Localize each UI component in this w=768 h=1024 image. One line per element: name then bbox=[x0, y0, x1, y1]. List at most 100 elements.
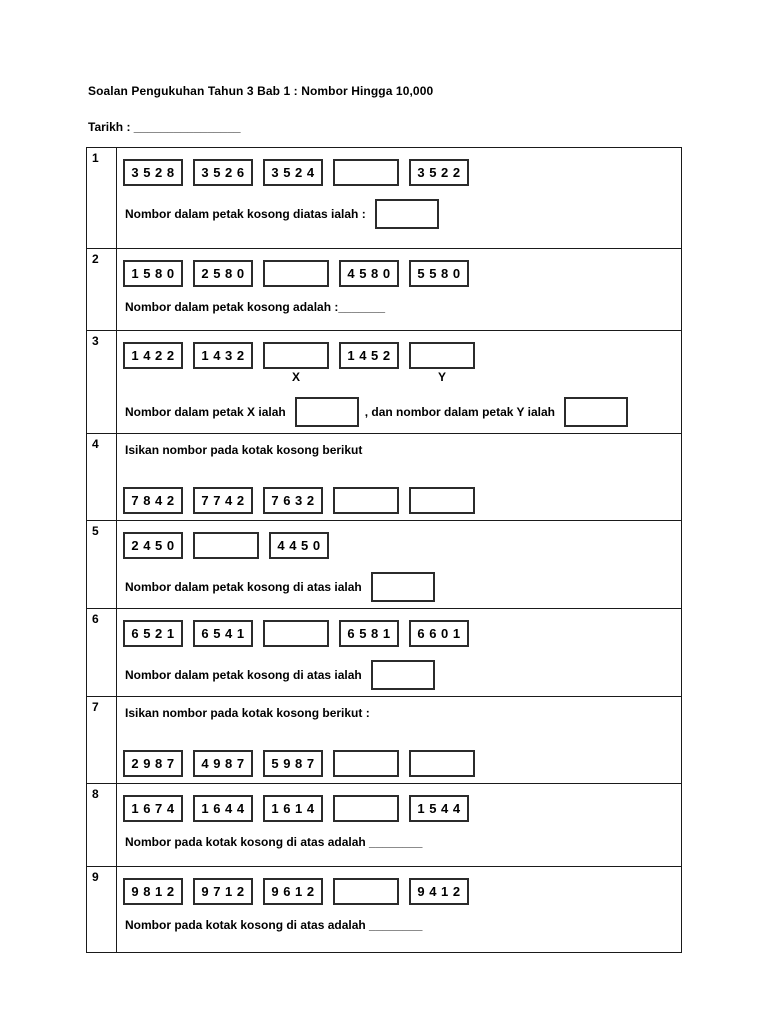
number-box: 4 9 8 7 bbox=[193, 750, 253, 777]
box-column bbox=[193, 532, 259, 559]
empty-box bbox=[193, 532, 259, 559]
box-column: 4 9 8 7 bbox=[193, 750, 253, 777]
box-column: 3 5 2 8 bbox=[123, 159, 183, 186]
number-box: 9 6 1 2 bbox=[263, 878, 323, 905]
box-column: 1 4 3 2 bbox=[193, 342, 253, 369]
empty-box bbox=[333, 159, 399, 186]
box-column: 2 5 8 0 bbox=[193, 260, 253, 287]
number-sequence-row: 9 8 1 2 9 7 1 2 9 6 1 2 9 4 1 2 bbox=[123, 878, 675, 905]
box-column bbox=[333, 487, 399, 514]
box-column: 3 5 2 4 bbox=[263, 159, 323, 186]
question-number: 9 bbox=[86, 866, 117, 953]
empty-box bbox=[409, 342, 475, 369]
box-column: 5 9 8 7 bbox=[263, 750, 323, 777]
box-column bbox=[409, 487, 475, 514]
box-column: Y bbox=[409, 342, 475, 384]
box-column: 3 5 2 6 bbox=[193, 159, 253, 186]
answer-line: Nombor pada kotak kosong di atas adalah … bbox=[123, 918, 675, 932]
box-column: 7 8 4 2 bbox=[123, 487, 183, 514]
question-content: 3 5 2 8 3 5 2 6 3 5 2 4 3 5 2 2 Nombor dalam… bbox=[116, 147, 682, 249]
answer-text: Nombor dalam petak X ialah bbox=[125, 405, 286, 419]
box-column bbox=[333, 750, 399, 777]
box-column: 7 7 4 2 bbox=[193, 487, 253, 514]
question-number: 8 bbox=[86, 783, 117, 867]
number-box: 9 7 1 2 bbox=[193, 878, 253, 905]
box-column: 6 6 0 1 bbox=[409, 620, 469, 647]
box-column: 6 5 4 1 bbox=[193, 620, 253, 647]
answer-text: Nombor dalam petak kosong di atas ialah bbox=[125, 668, 362, 682]
number-box: 4 5 8 0 bbox=[339, 260, 399, 287]
box-column: 1 6 4 4 bbox=[193, 795, 253, 822]
box-column: 9 8 1 2 bbox=[123, 878, 183, 905]
number-box: 6 5 2 1 bbox=[123, 620, 183, 647]
empty-box bbox=[409, 487, 475, 514]
number-sequence-row: 7 8 4 2 7 7 4 2 7 6 3 2 bbox=[123, 487, 675, 514]
box-column bbox=[333, 795, 399, 822]
answer-text: Nombor pada kotak kosong di atas adalah … bbox=[125, 835, 423, 849]
empty-box bbox=[333, 795, 399, 822]
answer-line: Nombor dalam petak kosong di atas ialah bbox=[123, 660, 675, 690]
answer-line: Nombor dalam petak X ialah , dan nombor d… bbox=[123, 397, 675, 427]
box-column: 9 4 1 2 bbox=[409, 878, 469, 905]
box-column bbox=[263, 260, 329, 287]
box-column: 1 4 5 2 bbox=[339, 342, 399, 369]
answer-line: Nombor dalam petak kosong diatas ialah : bbox=[123, 199, 675, 229]
box-column: X bbox=[263, 342, 329, 384]
number-box: 3 5 2 6 bbox=[193, 159, 253, 186]
empty-box bbox=[333, 750, 399, 777]
answer-text: Nombor pada kotak kosong di atas adalah … bbox=[125, 918, 423, 932]
number-box: 1 6 7 4 bbox=[123, 795, 183, 822]
box-column: 9 6 1 2 bbox=[263, 878, 323, 905]
number-box: 3 5 2 2 bbox=[409, 159, 469, 186]
question-number: 5 bbox=[86, 520, 117, 609]
answer-box bbox=[564, 397, 628, 427]
answer-line: Nombor dalam petak kosong adalah :______… bbox=[123, 300, 675, 314]
box-column: 6 5 2 1 bbox=[123, 620, 183, 647]
number-box: 2 9 8 7 bbox=[123, 750, 183, 777]
question-number: 3 bbox=[86, 330, 117, 434]
box-column: 1 6 7 4 bbox=[123, 795, 183, 822]
box-column: 5 5 8 0 bbox=[409, 260, 469, 287]
answer-box bbox=[370, 572, 435, 602]
empty-box bbox=[263, 260, 329, 287]
empty-box bbox=[263, 342, 329, 369]
number-sequence-row: 3 5 2 8 3 5 2 6 3 5 2 4 3 5 2 2 bbox=[123, 159, 675, 186]
box-column bbox=[263, 620, 329, 647]
number-box: 5 5 8 0 bbox=[409, 260, 469, 287]
number-box: 1 4 5 2 bbox=[339, 342, 399, 369]
empty-box bbox=[263, 620, 329, 647]
answer-text: , dan nombor dalam petak Y ialah bbox=[364, 405, 555, 419]
box-column: 3 5 2 2 bbox=[409, 159, 469, 186]
answer-box bbox=[294, 397, 359, 427]
box-label: Y bbox=[437, 370, 446, 384]
number-box: 5 9 8 7 bbox=[263, 750, 323, 777]
question-number: 1 bbox=[86, 147, 117, 249]
answer-box bbox=[374, 199, 439, 229]
empty-box bbox=[333, 487, 399, 514]
question-number: 6 bbox=[86, 608, 117, 697]
answer-line: Nombor pada kotak kosong di atas adalah … bbox=[123, 835, 675, 849]
number-box: 6 5 8 1 bbox=[339, 620, 399, 647]
number-box: 3 5 2 4 bbox=[263, 159, 323, 186]
answer-text: Nombor dalam petak kosong adalah :______… bbox=[125, 300, 386, 314]
answer-box bbox=[370, 660, 435, 690]
number-sequence-row: 2 9 8 7 4 9 8 7 5 9 8 7 bbox=[123, 750, 675, 777]
box-column bbox=[333, 878, 399, 905]
number-box: 7 6 3 2 bbox=[263, 487, 323, 514]
number-box: 1 4 3 2 bbox=[193, 342, 253, 369]
number-box: 1 6 1 4 bbox=[263, 795, 323, 822]
number-box: 6 6 0 1 bbox=[409, 620, 469, 647]
box-column bbox=[409, 750, 475, 777]
number-sequence-row: 6 5 2 1 6 5 4 1 6 5 8 1 6 6 0 1 bbox=[123, 620, 675, 647]
